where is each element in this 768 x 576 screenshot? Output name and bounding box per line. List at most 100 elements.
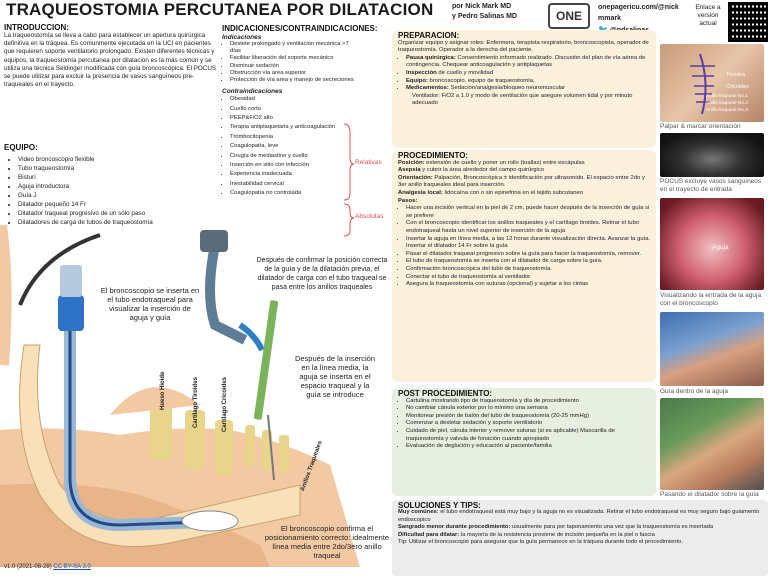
list-item: Guía J [18, 191, 218, 200]
contraindications-list: Obesidad Cuello corto PEEP&FiO2 alto Ter… [222, 95, 350, 198]
procedure-line: Posición: extensión de cuello y poner un… [398, 159, 585, 166]
post-procedure-section: POST PROCEDIMIENTO: Cartulina mostrando … [392, 388, 656, 496]
img1-label-ring-1: Anillo traqueal No.1 [706, 94, 748, 99]
absolute-label: Absolutas [355, 213, 384, 220]
list-item: Pasar el dilatador traqueal progresivo s… [406, 251, 652, 259]
caption-dilator: Pasando el dilatador sobre la guía [660, 491, 759, 498]
list-item: Equipo: broncoscopio, equipo de traqueos… [406, 78, 652, 86]
label-hyoid: Hueso Hioide [160, 371, 166, 410]
intro-text: La traqueostomía se lleva a cabo para es… [4, 32, 217, 89]
footer: v1.0 (2021-08-28) CC BY-SA 3.0 [4, 564, 91, 570]
tip-item: Dificultad para dilatar: la mayoría de l… [398, 531, 655, 538]
tip-item: Tip: Utilizar el broncoscopio para asegu… [398, 539, 683, 546]
qr-code-icon[interactable] [728, 2, 768, 42]
img1-label-ring-3: Anillo traqueal No.3 [706, 108, 748, 113]
author-2: y Pedro Salinas MD [452, 13, 517, 20]
label-thyroid-cartilage: Cartílago Tiroides [193, 377, 199, 428]
list-item: Cuello corto [230, 105, 350, 114]
list-item: Facilitar liberación del soporte mecánic… [230, 55, 360, 62]
label-cricoid-cartilage: Cartílago Cricoides [222, 376, 228, 432]
list-item: Obesidad [230, 95, 350, 104]
tracheostomy-diagram [0, 225, 360, 567]
list-item: Cartulina mostrando tipo de traqueostomí… [406, 398, 652, 406]
list-item: Monitorear presión de balón del tubo de … [406, 413, 652, 421]
intro-heading: INTRODUCCION: [4, 23, 69, 32]
site-link[interactable]: onepagericu.com/@nickmmark [598, 4, 679, 22]
callout-needle: Después de la inserción en la línea medi… [294, 354, 376, 399]
solutions-section: SOLUCIONES Y TIPS: Muy comúnes: el tubo … [392, 500, 768, 576]
tip-item: Muy comúnes: el tubo endotraqueal está m… [398, 509, 760, 523]
list-item: Dilatador pequeño 14 Fr [18, 200, 218, 209]
list-item: Coagulopatía no controlada [230, 189, 350, 198]
indications-section: INDICACIONES/CONTRAINDICACIONES: Indicac… [222, 24, 390, 199]
procedure-line: Analgesia local: lidocaína con o sin epi… [398, 189, 584, 196]
list-item: Experiencia inadecuada [230, 170, 350, 179]
equipment-heading: EQUIPO: [4, 143, 38, 152]
caption-guide: Guía dentro de la aguja [660, 388, 728, 395]
procedure-heading: PROCEDIMIENTO: [398, 151, 469, 160]
list-item: Inserción en sitio con infección [230, 161, 350, 170]
list-item: Bisturí [18, 173, 218, 182]
procedure-line: Asepsia y cubrir la área alrededor del c… [398, 167, 545, 174]
post-procedure-heading: POST PROCEDIMIENTO: [398, 389, 493, 398]
photo-ultrasound [660, 133, 764, 177]
photo-guide-in-needle [660, 312, 764, 386]
indications-heading: INDICACIONES/CONTRAINDICACIONES: [222, 24, 378, 33]
procedure-line: Orientación: Palpación, Broncoscópica ± … [398, 174, 645, 189]
list-item: Conectar el tubo de traqueostomía al ven… [406, 274, 652, 282]
solutions-heading: SOLUCIONES Y TIPS: [398, 501, 481, 510]
list-item: Comenzar a destetar sedación y soporte v… [406, 420, 652, 428]
version-text: v1.0 (2021-08-28) [4, 564, 52, 570]
list-item: Evaluación de deglución y educación al p… [406, 443, 652, 451]
list-item: Disminuir sedación [230, 63, 360, 70]
list-item: PEEP&FiO2 alto [230, 114, 350, 123]
procedure-line: Pasos: [398, 197, 418, 204]
page-title: TRAQUEOSTOMIA PERCUTANEA POR DILATACION [6, 0, 434, 19]
list-item: Asegura la traqueostomía con suturas (op… [406, 281, 652, 289]
img1-label-ring-2: Anillo traqueal No.2 [706, 101, 748, 106]
callout-bronchoscope-top: El broncoscopio se inserta en el tubo en… [100, 286, 200, 322]
list-item: Trombocitopenia [230, 133, 350, 142]
author-1: por Nick Mark MD [452, 3, 512, 10]
tip-item: Sangrado menor durante procedimiento: us… [398, 524, 714, 531]
preparation-heading: PREPARACION: [398, 31, 460, 40]
list-item: Destete prolongado y ventilación mecánic… [230, 41, 360, 55]
list-item: Confirmación broncoscopica del tubo de t… [406, 266, 652, 274]
photo-neck-marking: Tiroides Cricoides Anillo traqueal No.1 … [660, 44, 764, 122]
list-item: Hacer una incisión vertical en la piel d… [406, 205, 652, 220]
ventilator-note: Ventilador: FiO2 a 1.0 y modo de ventila… [412, 92, 633, 107]
list-item: Tubo traqueostomía [18, 164, 218, 173]
caption-needle-entry: Visualizando la entrada de la aguja con … [660, 292, 762, 307]
list-item: El tubo de traqueostomía se inserta con … [406, 258, 652, 266]
license-link[interactable]: CC BY-SA 3.0 [53, 564, 91, 570]
list-item: Cuidado de piel, cánula interior y remov… [406, 428, 652, 443]
equipment-list: Video broncoscopio flexible Tubo traqueo… [10, 155, 218, 227]
list-item: Terapia antiplaquetaria y anticoagulació… [230, 123, 350, 132]
list-item: Obstrucción vía area superior [230, 70, 360, 77]
preparation-text: Organizar equipo y asignar roles: Enferm… [398, 39, 649, 54]
list-item: Dilatador traqueal progresivo de un sólo… [18, 209, 218, 218]
callout-bronchoscope-bottom: El broncoscopio confirma el posicionamie… [264, 524, 390, 560]
img1-label-cricoid: Cricoides [726, 84, 749, 90]
list-item: Inspección de cuello y movilidad [406, 70, 652, 78]
list-item: Inestabilidad cervical [230, 180, 350, 189]
callout-guide-dilator: Después de confirmar la posición correct… [256, 257, 388, 291]
list-item: Aguja introductora [18, 182, 218, 191]
photo-dilator-over-guide [660, 398, 764, 490]
indications-subheading: Indicaciones [222, 34, 262, 41]
list-item: Dilatadores de carga de tubos de traqueo… [18, 218, 218, 227]
photo-bronchoscopy-needle: Aguja [660, 198, 764, 290]
indications-list: Destete prolongado y ventilación mecánic… [222, 41, 360, 84]
img3-label-needle: Aguja [712, 244, 729, 251]
authors: por Nick Mark MD y Pedro Salinas MD [452, 2, 517, 22]
one-page-icu-logo[interactable]: ONE [548, 3, 590, 29]
list-item: Pausa quirúrgica: Consentimiento informa… [406, 55, 652, 70]
list-item: Con el broncoscopio identificar los anil… [406, 220, 652, 235]
procedure-section: PROCEDIMIENTO: Posición: extensión de cu… [392, 150, 656, 382]
img1-label-thyroid: Tiroides [726, 72, 746, 78]
twitter-icon: 🐦 [598, 25, 608, 34]
list-item: Coagulopatía, leve [230, 142, 350, 151]
list-item: Cirugía de mediastino y cuello [230, 152, 350, 161]
current-version-link-label: Enlace a versión actual [695, 4, 721, 27]
caption-pocus: POCUS excluye vasos sanguíneos en el tra… [660, 178, 762, 193]
